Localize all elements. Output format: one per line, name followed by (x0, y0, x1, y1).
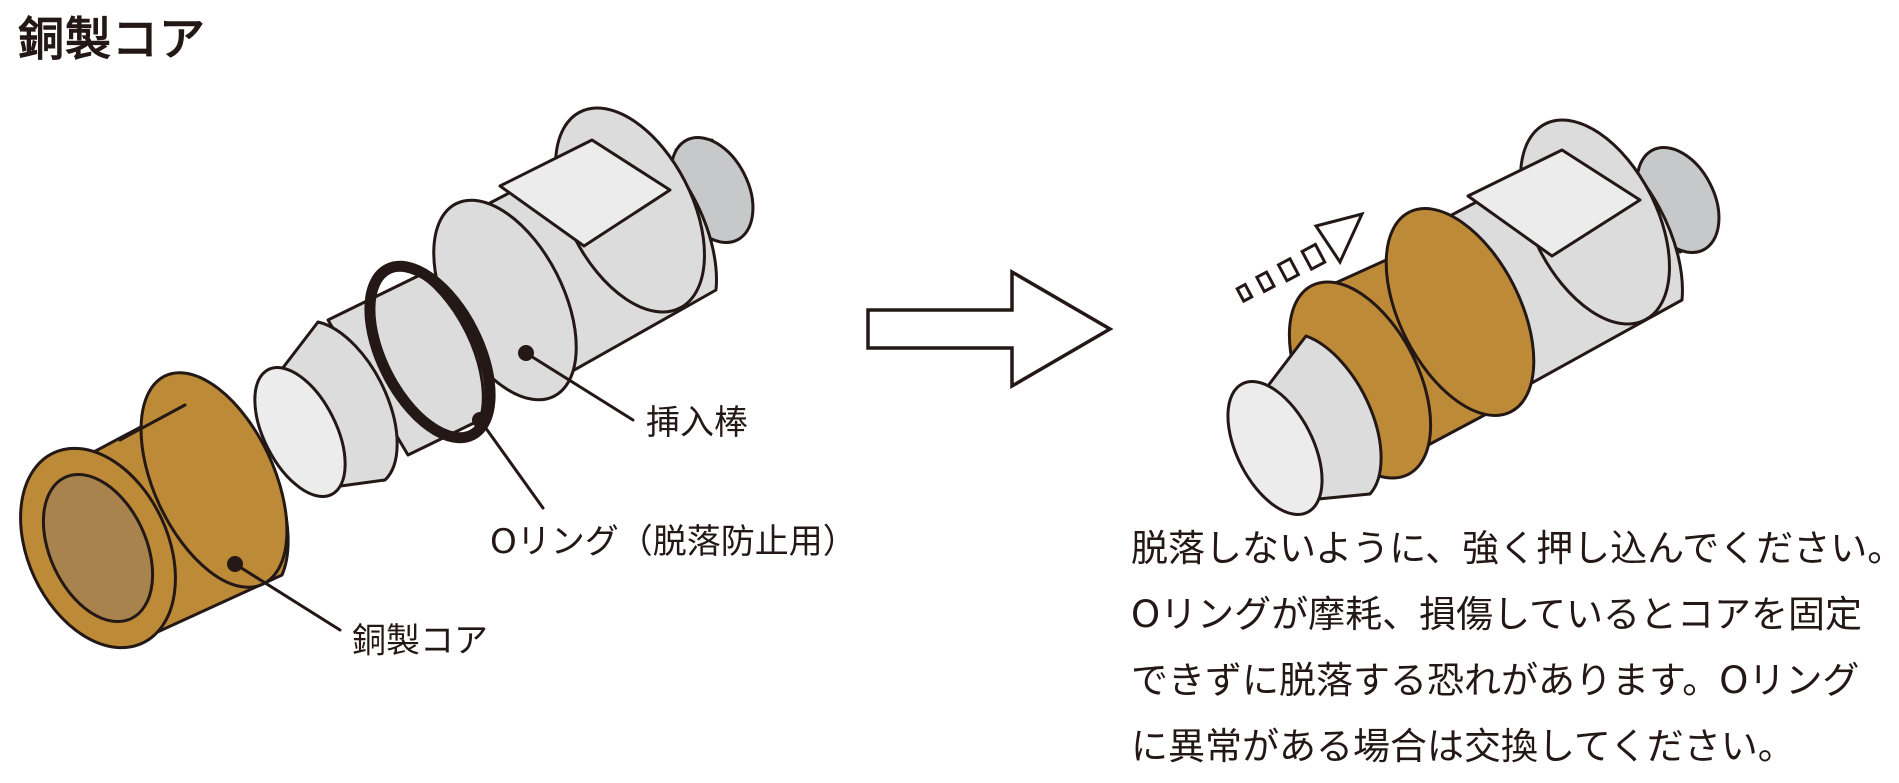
page-title: 銅製コア (18, 12, 206, 66)
rod-flat-cut (498, 138, 672, 248)
instruction-line: 脱落しないように、強く押し込んでください。 (1131, 527, 1899, 570)
copper-core-illustration (19, 371, 342, 650)
assembled-flat-cut (1466, 148, 1642, 258)
label-copper-core: 銅製コア (352, 621, 488, 661)
assembled-rod-illustration (1226, 118, 1721, 516)
insertion-rod-illustration (253, 106, 755, 510)
instruction-line: に異常がある場合は交換してください。 (1131, 725, 1795, 768)
label-o-ring: Oリング（脱落防止用） (490, 522, 857, 562)
o-ring (364, 260, 496, 444)
transition-arrow (866, 268, 1114, 390)
label-insertion-rod: 挿入棒 (646, 403, 748, 443)
instruction-text: 脱落しないように、強く押し込んでください。 Oリングが摩耗、損傷しているとコアを… (1131, 516, 1899, 780)
assembled-nose-tip (1226, 380, 1324, 516)
push-direction-indicator (1235, 211, 1365, 304)
instruction-line: Oリングが摩耗、損傷しているとコアを固定 (1131, 593, 1863, 636)
core-bore (41, 472, 155, 624)
instruction-line: できずに脱落する恐れがあります。Oリング (1131, 659, 1860, 702)
rod-nose-cone (260, 320, 399, 490)
